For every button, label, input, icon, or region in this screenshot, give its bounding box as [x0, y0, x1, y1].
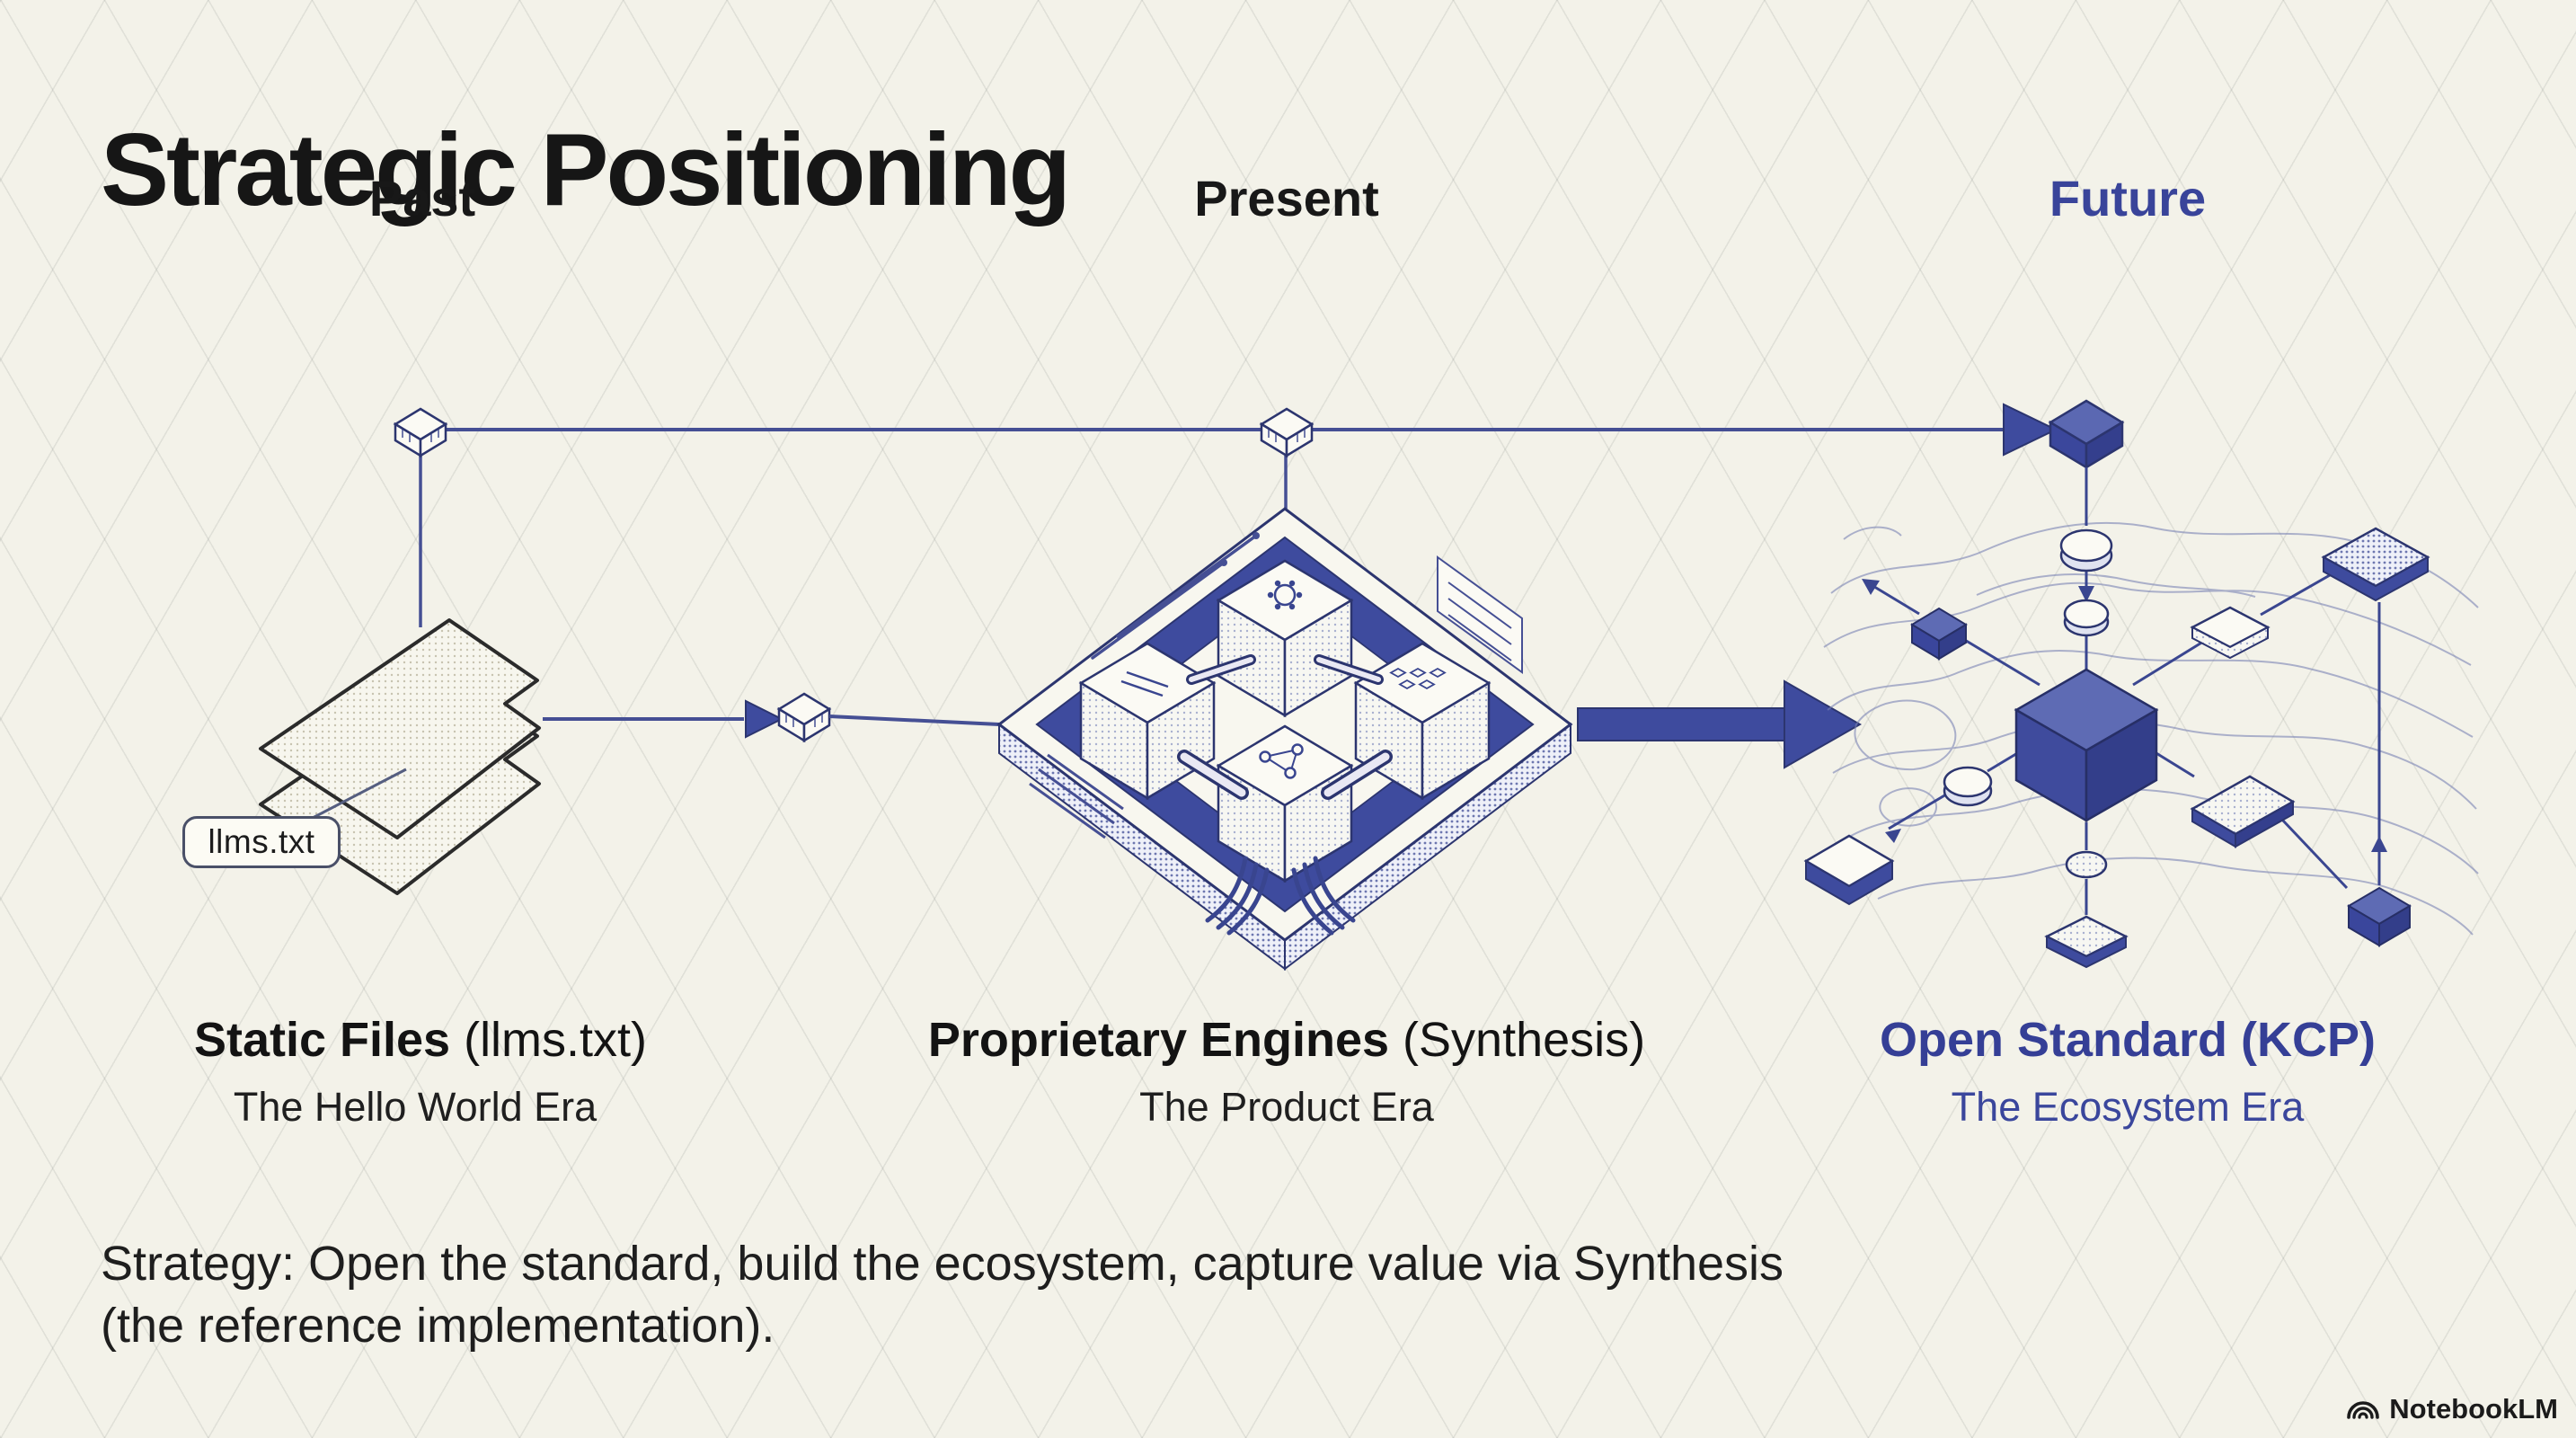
network-node-cube-se: [2347, 886, 2412, 947]
network-node-platform-far-ne: [2321, 527, 2430, 602]
column-era-past: The Hello World Era: [233, 1084, 598, 1130]
mid-connector-node: [776, 692, 832, 743]
column-title-present-bold: Proprietary Engines: [927, 1013, 1390, 1067]
grid-icon: [1389, 667, 1447, 690]
engine-pipes: [1177, 654, 1393, 800]
future-timeline-node: [2048, 399, 2125, 470]
gear-icon: [1273, 583, 1297, 607]
text-lines-icon: [1120, 670, 1169, 697]
column-title-past: Static Files (llms.txt): [194, 1012, 647, 1068]
connector-arrowhead: [745, 699, 784, 739]
network-central-cube: [2014, 668, 2159, 823]
present-timeline-node: [1259, 407, 1315, 458]
past-to-present-connector: [543, 692, 1000, 743]
llms-txt-tag: llms.txt: [182, 816, 341, 868]
network-node-disc-2: [2063, 599, 2110, 637]
column-title-future: Open Standard (KCP): [1880, 1012, 2376, 1068]
network-node-platform-s: [2044, 915, 2129, 969]
tag-connector-line: [312, 768, 407, 820]
document-sheet-front: [259, 618, 541, 839]
page-title: Strategic Positioning: [101, 113, 1071, 228]
network-node-cube-nw: [1910, 607, 1968, 661]
strategy-note-line1: Strategy: Open the standard, build the e…: [101, 1237, 1784, 1291]
timeline: [393, 399, 2125, 627]
network-node-disc-3: [1943, 766, 1993, 807]
timeline-arrowhead: [2003, 403, 2058, 457]
engine-cube-right: [1353, 642, 1492, 801]
molecule-icon: [1259, 743, 1304, 779]
network-node-brick: [2190, 775, 2296, 848]
strategy-note: Strategy: Open the standard, build the e…: [101, 1233, 1784, 1357]
era-heading-past: Past: [368, 170, 476, 226]
network-node-disc-4: [2065, 850, 2108, 879]
strategy-note-line2: (the reference implementation).: [101, 1299, 775, 1354]
hexagon-engine-illustration: [996, 507, 1573, 972]
network-node-platform-sw: [1803, 834, 1895, 906]
column-title-past-rest: (llms.txt): [450, 1013, 648, 1067]
past-timeline-node: [393, 407, 448, 458]
network-arrowheads: [1862, 579, 2387, 852]
column-title-present-rest: (Synthesis): [1389, 1013, 1646, 1067]
column-title-future-bold: Open Standard (KCP): [1879, 1013, 2377, 1067]
notebooklm-logo-text: NotebookLM: [2389, 1393, 2558, 1425]
column-title-past-bold: Static Files: [193, 1013, 451, 1067]
map-contours: [1823, 521, 2479, 936]
column-title-present: Proprietary Engines (Synthesis): [928, 1012, 1645, 1068]
era-heading-present: Present: [1194, 170, 1379, 226]
column-era-present: The Product Era: [1139, 1084, 1434, 1130]
engine-cube-left: [1078, 642, 1217, 801]
engine-cables: [1205, 856, 1356, 936]
present-to-future-arrow: [1577, 679, 1863, 769]
network-node-platform-ne: [2190, 606, 2271, 660]
era-heading-future: Future: [2049, 170, 2207, 226]
column-era-future: The Ecosystem Era: [1951, 1084, 2305, 1130]
open-network-map-illustration: [1803, 467, 2479, 969]
notebooklm-logo-icon: [2347, 1401, 2380, 1419]
network-node-disc-1: [2059, 528, 2113, 573]
notebooklm-branding: NotebookLM: [2346, 1393, 2558, 1425]
